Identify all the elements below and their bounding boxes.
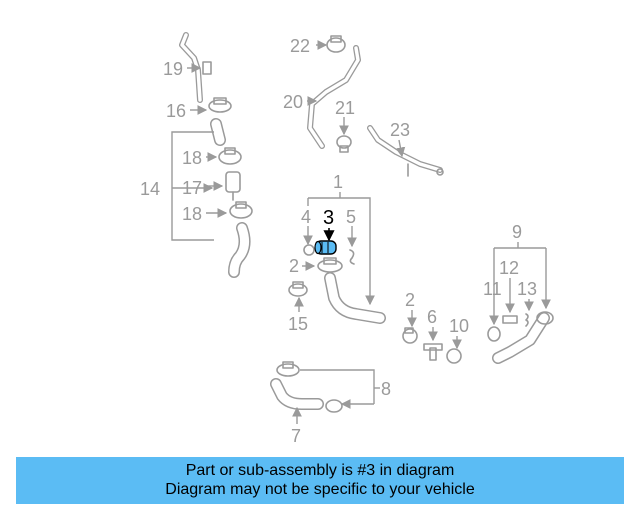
part-15-clamp xyxy=(288,281,308,297)
part-2-clamp-group1 xyxy=(317,257,343,273)
part-22-clamp xyxy=(326,35,346,53)
label-2-right: 2 xyxy=(405,290,415,310)
label-19: 19 xyxy=(163,59,183,79)
label-18-upper: 18 xyxy=(182,148,202,168)
label-21: 21 xyxy=(335,98,355,118)
part-5-clip xyxy=(349,249,355,265)
part-21-clamp xyxy=(336,135,352,153)
label-20: 20 xyxy=(283,92,303,112)
part-2-clamp-right xyxy=(402,327,418,344)
label-9: 9 xyxy=(512,222,522,242)
label-8: 8 xyxy=(381,379,391,399)
part-13-clip xyxy=(525,313,529,327)
part-16-clamp xyxy=(208,97,232,113)
label-7: 7 xyxy=(291,426,301,446)
label-4: 4 xyxy=(301,207,311,227)
label-22: 22 xyxy=(290,36,310,56)
part-11-clamp xyxy=(487,326,501,342)
label-12: 12 xyxy=(499,258,519,278)
caption-banner: Part or sub-assembly is #3 in diagram Di… xyxy=(16,457,624,504)
label-2-group1: 2 xyxy=(289,256,299,276)
short-hose xyxy=(210,118,226,146)
caption-line-2: Diagram may not be specific to your vehi… xyxy=(165,481,475,498)
part-12-fitting xyxy=(502,315,518,324)
hose-under-18 xyxy=(228,222,251,278)
label-6: 6 xyxy=(427,307,437,327)
caption-line-1: Part or sub-assembly is #3 in diagram xyxy=(185,462,455,479)
part-8-clamp-bottom xyxy=(325,399,343,413)
label-13: 13 xyxy=(517,279,537,299)
label-17: 17 xyxy=(182,178,202,198)
part-8-clamp-top xyxy=(276,361,300,377)
part-18-upper-clamp xyxy=(218,147,242,165)
part-7-hose xyxy=(270,378,324,410)
part-4-ring xyxy=(303,244,315,256)
part-18-lower-clamp xyxy=(229,201,253,219)
bracket-14 xyxy=(171,131,214,241)
part-1-hose xyxy=(324,272,386,324)
part-3-highlighted xyxy=(314,240,337,255)
label-5: 5 xyxy=(346,207,356,227)
label-14: 14 xyxy=(140,179,160,199)
part-20-pipe xyxy=(307,45,361,149)
part-17-valve xyxy=(225,171,241,201)
part-6-tee xyxy=(423,343,443,361)
label-10: 10 xyxy=(449,316,469,336)
part-9-hose xyxy=(492,311,554,364)
label-11: 11 xyxy=(483,279,502,299)
label-3: 3 xyxy=(323,207,334,229)
label-1: 1 xyxy=(333,172,343,192)
label-23: 23 xyxy=(390,120,410,140)
label-16: 16 xyxy=(166,101,186,121)
label-15: 15 xyxy=(288,314,308,334)
part-19-pipe xyxy=(179,32,212,103)
label-18-lower: 18 xyxy=(182,204,202,224)
part-10-clamp xyxy=(446,348,462,364)
